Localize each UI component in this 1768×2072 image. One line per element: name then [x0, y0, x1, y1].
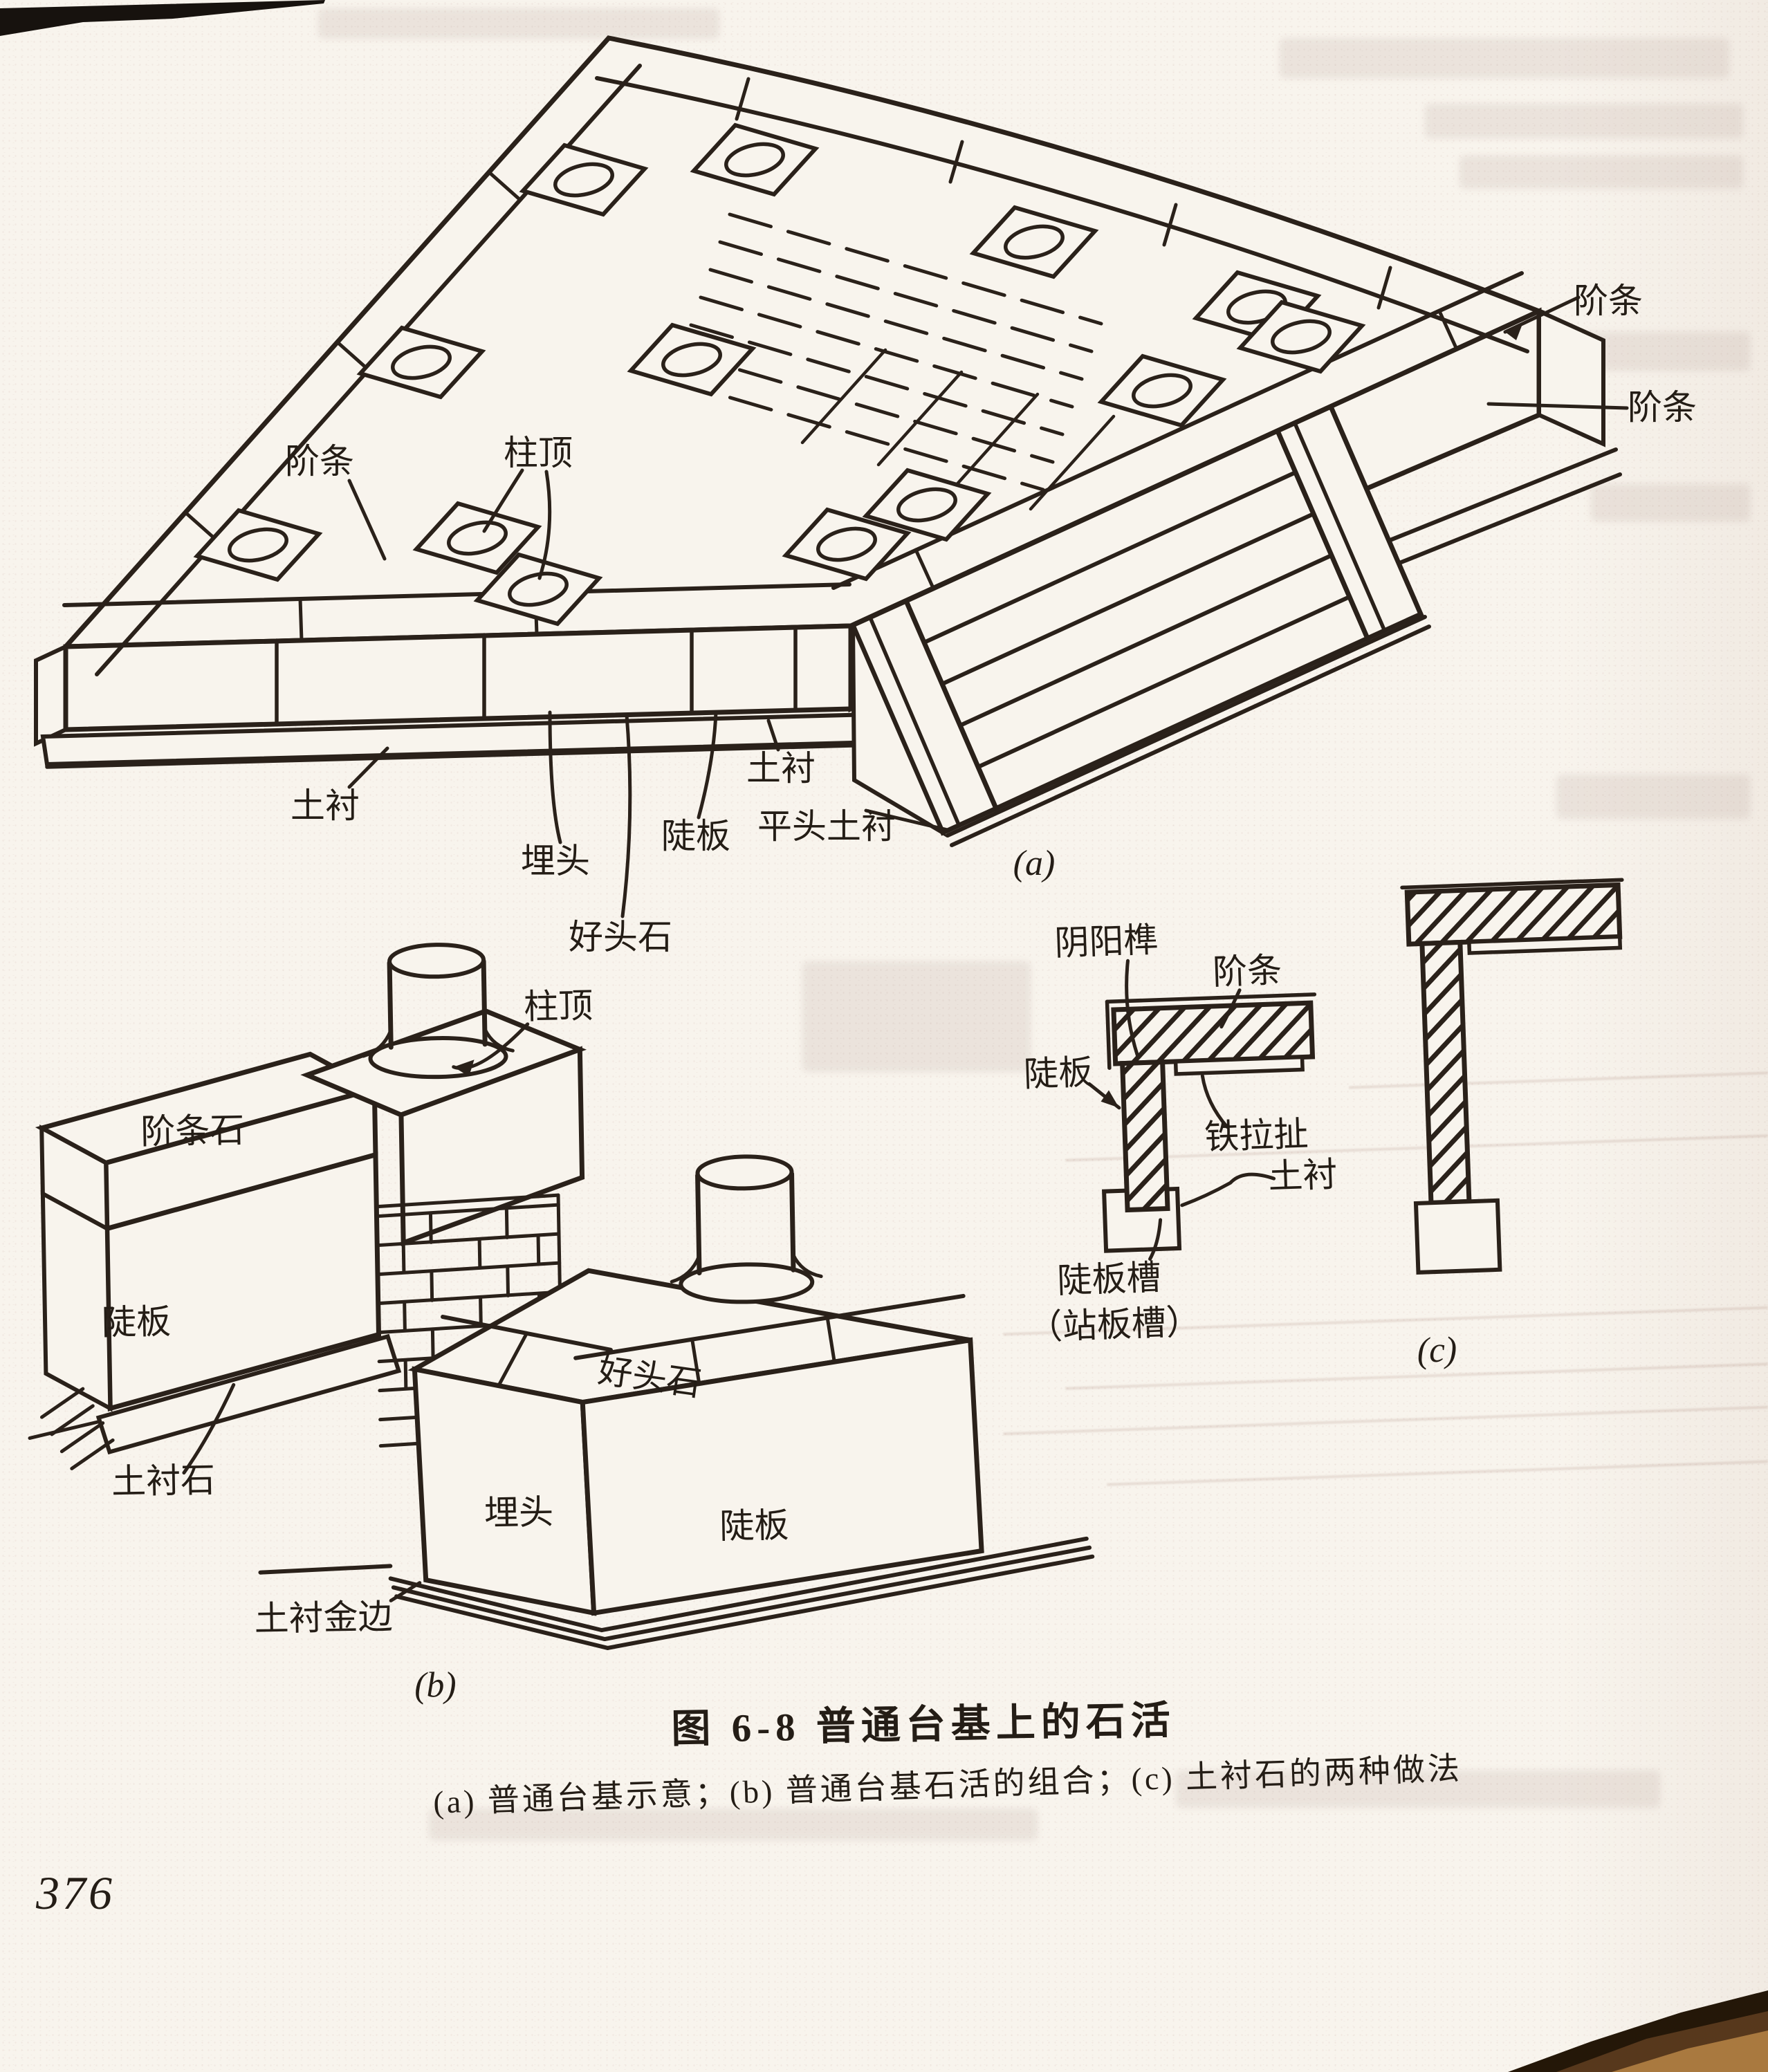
- label-haotoushi-a: 好头石: [569, 918, 672, 956]
- ground-hatch: [28, 1387, 115, 1470]
- bleed-through: [318, 8, 719, 39]
- label-tuchen-left: 土衬: [291, 786, 360, 825]
- label-pingtou-tuchen: 平头土衬: [757, 807, 896, 846]
- fig-c-group: 阴阳榫 阶条 陡板 铁拉扯 土衬 陡板槽 （站板槽） (c): [1023, 878, 1624, 1371]
- label-tuchenshi: 土衬石: [111, 1461, 216, 1501]
- label-douban-c: 陡板: [1023, 1053, 1094, 1093]
- label-douban-b-right: 陡板: [719, 1506, 789, 1546]
- bleed-through: [429, 1809, 1038, 1840]
- marker-b: (b): [414, 1665, 457, 1705]
- bleed-through: [1176, 1770, 1660, 1808]
- paving-grid: [670, 212, 1103, 492]
- fig-b-leaders: [182, 1022, 530, 1602]
- page-number: 376: [36, 1867, 115, 1919]
- label-douban-a: 陡板: [661, 817, 730, 855]
- bleed-through: [1459, 156, 1743, 189]
- label-douban-b-left: 陡板: [102, 1302, 172, 1342]
- bleed-through: [1556, 775, 1750, 819]
- bleed-through: [1577, 332, 1750, 371]
- paving-grid-cross: [800, 348, 1116, 511]
- page-curl-shadow: [1508, 1990, 1768, 2072]
- label-maitou-a: 埋头: [521, 842, 590, 880]
- fig-b-group: 柱顶 阶条石 陡板 土衬石 土衬金边 好头石 埋头 陡板 (b): [28, 943, 1095, 1705]
- label-jietiao-right-1: 阶条: [1574, 281, 1643, 320]
- fig-a-leaders: [347, 295, 1629, 918]
- front-steps: [849, 403, 1431, 847]
- label-tuchen-c: 土衬: [1268, 1155, 1338, 1196]
- label-tuchen-right: 土衬: [746, 749, 816, 788]
- bleed-through: [1280, 38, 1729, 78]
- label-zhanbancao: （站板槽）: [1027, 1302, 1201, 1347]
- scan-edge-artifact: [0, 0, 325, 36]
- label-tielazha: 铁拉扯: [1204, 1114, 1309, 1156]
- fig-a-platform: [34, 35, 1622, 847]
- label-maitou-b: 埋头: [484, 1492, 554, 1533]
- bleed-through: [1591, 484, 1750, 521]
- fig-c-leaders: [1087, 959, 1276, 1261]
- figure-caption: 图 6-8 普通台基上的石活: [670, 1699, 1177, 1752]
- bleed-through: [802, 961, 1031, 1072]
- label-jietiao-c: 阶条: [1212, 951, 1282, 992]
- base-gold-edge-lines: [258, 1536, 1095, 1650]
- marker-c: (c): [1417, 1330, 1458, 1371]
- label-zhuding-b: 柱顶: [524, 986, 593, 1026]
- label-zhuding-a: 柱顶: [504, 434, 573, 472]
- bleed-through: [1425, 104, 1743, 138]
- label-jietiao-left: 阶条: [285, 442, 354, 481]
- label-yinyangsun: 阴阳榫: [1054, 921, 1159, 963]
- marker-a: (a): [1013, 844, 1056, 883]
- label-tuchen-jinbian: 土衬金边: [254, 1597, 393, 1638]
- label-jietiaoshi: 阶条石: [140, 1111, 245, 1151]
- corner-block: [407, 1154, 984, 1616]
- label-doubancao: 陡板槽: [1057, 1258, 1162, 1300]
- label-jietiao-right-2: 阶条: [1628, 388, 1697, 427]
